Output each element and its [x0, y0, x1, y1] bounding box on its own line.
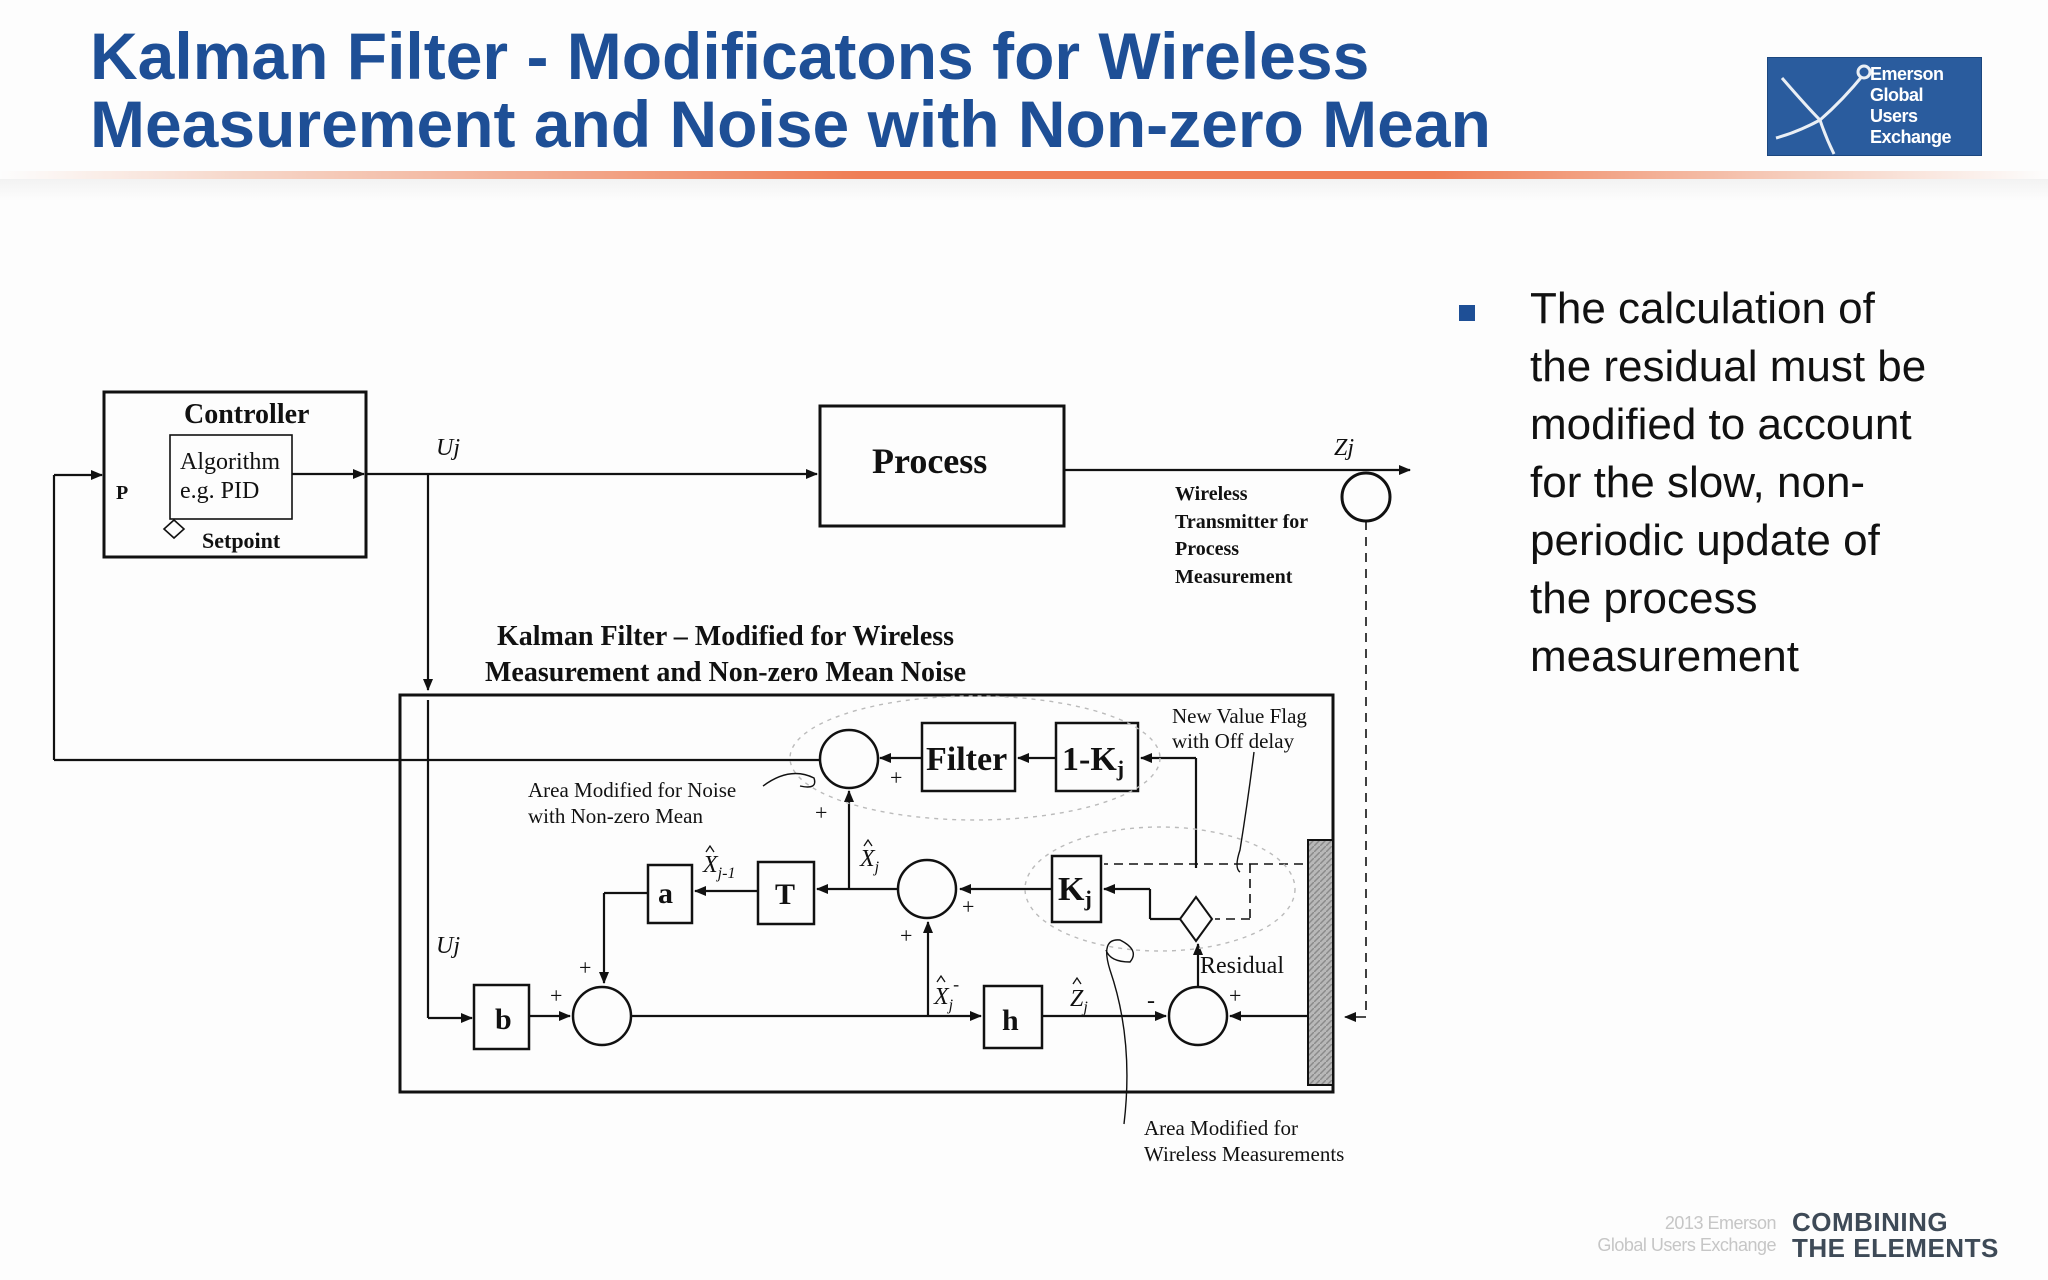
- slide-title-line-2: Measurement and Noise with Non-zero Mean: [90, 87, 1491, 161]
- area-noise-label-1: Area Modified for Noise: [528, 778, 736, 802]
- bullet-text: The calculation of the residual must be …: [1530, 280, 1970, 686]
- uj-top-label: Uj: [436, 435, 460, 461]
- zj-top-label: Zj: [1334, 435, 1354, 461]
- title-divider-shadow: [0, 179, 2048, 201]
- filter-label: Filter: [926, 741, 1007, 778]
- area-wireless-label-1: Area Modified for: [1144, 1116, 1298, 1140]
- p-label: P: [116, 482, 128, 504]
- output-sum-circle: [818, 728, 880, 790]
- a-label: a: [658, 877, 673, 910]
- logo-graphic-icon: [1775, 64, 1872, 155]
- x-prev-label: Xj-1: [702, 852, 735, 882]
- x-minus-hat-mark: [936, 974, 946, 983]
- wireless-label-2: Transmitter for: [1175, 511, 1308, 533]
- process-box: [818, 404, 1066, 528]
- residual-sum-circle: [1167, 985, 1229, 1047]
- title-divider: [0, 171, 2048, 179]
- slide-title-line-1: Kalman Filter - Modificatons for Wireles…: [90, 19, 1370, 93]
- plus-sign-6: +: [550, 983, 562, 1008]
- prediction-sum-circle: [571, 985, 633, 1047]
- h-label: h: [1002, 1004, 1019, 1037]
- emerson-logo: Emerson Global Users Exchange: [1767, 57, 1982, 156]
- wireless-measurement-bar: [1307, 839, 1334, 1086]
- footer-copyright: 2013 Emerson Global Users Exchange: [1520, 1212, 1776, 1256]
- footer-copyright-line-1: 2013 Emerson: [1664, 1213, 1777, 1233]
- plus-sign-2: +: [815, 800, 827, 825]
- plus-sign-4: +: [900, 923, 912, 948]
- algorithm-label: Algorithm: [180, 449, 280, 475]
- plus-sign-5: +: [579, 955, 591, 980]
- x-minus-label: Xj-: [933, 974, 959, 1014]
- x-hat-label: Xj: [859, 846, 880, 876]
- process-label: Process: [872, 441, 987, 481]
- b-label: b: [495, 1003, 512, 1036]
- one-minus-kj-label: 1-Kj: [1062, 741, 1124, 781]
- new-value-flag-label-2: with Off delay: [1172, 729, 1295, 753]
- plus-sign-7: +: [1229, 983, 1241, 1008]
- x-hat-hat-mark: [863, 838, 873, 847]
- algorithm-box: [169, 434, 293, 520]
- noise-area-ellipse: [789, 695, 1161, 821]
- x-prev-hat-mark: [705, 844, 715, 853]
- minus-sign: -: [1147, 988, 1155, 1014]
- uj-bottom-label: Uj: [436, 933, 460, 959]
- algorithm-pid-label: e.g. PID: [180, 478, 259, 504]
- kalman-filter-box: [398, 693, 1335, 1094]
- controller-label: Controller: [184, 399, 309, 430]
- flag-annotation-pointer: [1236, 751, 1255, 873]
- plus-sign-3: +: [962, 894, 974, 919]
- wireless-transmitter-circle: [1340, 471, 1392, 523]
- wireless-label-1: Wireless: [1175, 483, 1248, 505]
- slide-title: Kalman Filter - Modificatons for Wireles…: [90, 22, 1730, 158]
- logo-text: Emerson Global Users Exchange: [1870, 64, 1952, 148]
- bullet-line: measurement: [1530, 632, 1800, 681]
- t-label: T: [775, 878, 795, 911]
- bullet-line: periodic update of: [1530, 516, 1880, 565]
- wireless-label-4: Measurement: [1175, 566, 1293, 588]
- bullet-line: the process: [1530, 574, 1758, 623]
- z-hat-hat-mark: [1072, 976, 1082, 985]
- kj-label: Kj: [1058, 871, 1092, 911]
- plus-sign-1: +: [890, 765, 902, 790]
- area-noise-label-2: with Non-zero Mean: [528, 804, 703, 828]
- bullet-marker: [1459, 305, 1475, 321]
- t-delay-block: [756, 860, 816, 926]
- residual-label: Residual: [1200, 953, 1284, 979]
- footer-copyright-line-2: Global Users Exchange: [1597, 1235, 1776, 1255]
- footer-tagline: COMBINING THE ELEMENTS: [1792, 1209, 1999, 1261]
- z-hat-label: Zj: [1070, 986, 1088, 1016]
- logo-line-3: Users: [1870, 106, 1918, 126]
- noise-annotation-pointer: [762, 772, 816, 788]
- setpoint-diamond: [162, 518, 186, 540]
- logo-line-1: Emerson: [1870, 64, 1944, 84]
- residual-switch-diamond: [1178, 895, 1214, 943]
- bullet-line: the residual must be: [1530, 342, 1927, 391]
- footer-tagline-line-2: THE ELEMENTS: [1792, 1233, 1999, 1263]
- setpoint-label: Setpoint: [202, 528, 281, 553]
- logo-line-2: Global: [1870, 85, 1924, 105]
- kf-title-line-2: Measurement and Non-zero Mean Noise: [485, 657, 966, 688]
- update-sum-circle: [896, 858, 958, 920]
- bullet-line: The calculation of: [1530, 284, 1875, 333]
- logo-line-4: Exchange: [1870, 127, 1952, 147]
- kf-title-line-1: Kalman Filter – Modified for Wireless: [497, 621, 954, 652]
- bullet-line: for the slow, non-: [1530, 458, 1866, 507]
- footer-tagline-line-1: COMBINING: [1792, 1207, 1949, 1237]
- area-wireless-label-2: Wireless Measurements: [1144, 1142, 1344, 1166]
- wireless-area-ellipse: [1024, 826, 1296, 952]
- bullet-line: modified to account: [1530, 400, 1912, 449]
- wireless-annotation-pointer: [1105, 939, 1134, 1125]
- wireless-label-3: Process: [1175, 538, 1239, 560]
- new-value-flag-label-1: New Value Flag: [1172, 704, 1307, 728]
